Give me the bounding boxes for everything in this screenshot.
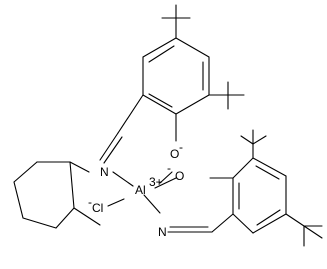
oxygen-top-label: O	[170, 147, 179, 161]
tert-butyl-group-top-ortho	[208, 81, 245, 110]
top-aryl-ring	[142, 37, 210, 115]
nitrogen-top-label: N	[100, 165, 109, 179]
chlorine-charge: -	[88, 195, 92, 209]
tert-butyl-group-bottom-para	[285, 213, 323, 247]
nitrogen-bottom-label: N	[158, 225, 167, 239]
tert-butyl-group-bottom-ortho	[240, 129, 267, 159]
imine-bottom	[167, 213, 234, 233]
aluminum-label: Al	[135, 183, 146, 197]
aluminum-charge: 3+	[149, 175, 163, 189]
bottom-aryl-ring	[209, 157, 287, 234]
oxygen-bottom-label: O	[175, 169, 184, 183]
imine-top	[99, 94, 144, 164]
oxygen-top-charge: -	[179, 140, 183, 154]
tert-butyl-group-top	[161, 4, 191, 39]
cyclohexane-ring	[13, 161, 101, 229]
oxygen-bottom-charge: -	[167, 161, 171, 175]
aluminum-coordination	[107, 171, 177, 214]
chlorine-label: Cl	[92, 201, 103, 215]
atom-labels: N N Al 3+ O - O - - Cl	[88, 140, 184, 239]
